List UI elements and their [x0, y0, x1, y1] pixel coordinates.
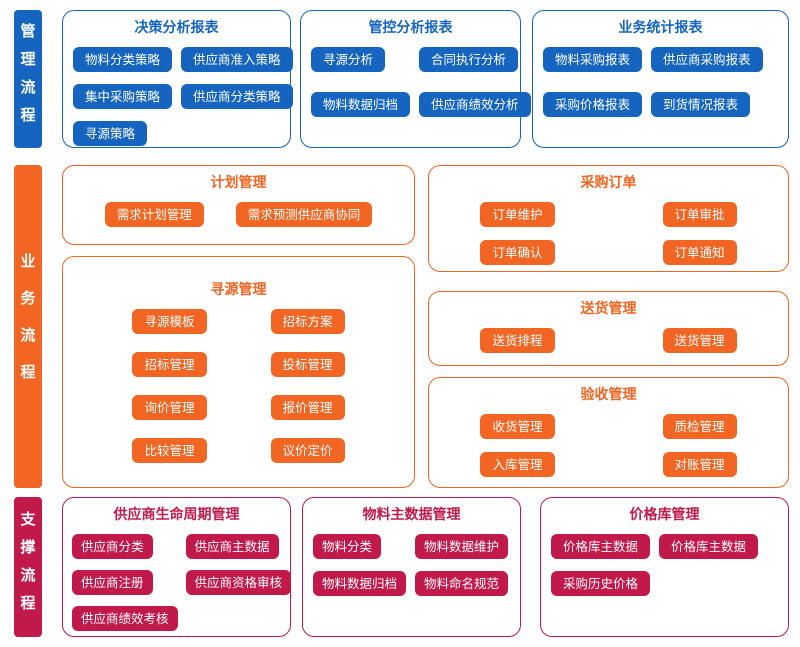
- module-chip: 供应商注册: [72, 570, 153, 595]
- module-chip: 寻源分析: [311, 47, 386, 72]
- group-price-library-management: 价格库管理价格库主数据价格库主数据采购历史价格: [540, 497, 789, 637]
- module-chip: 物料分类: [313, 534, 382, 559]
- module-chip: 供应商分类策略: [181, 84, 293, 109]
- group-items: 价格库主数据价格库主数据采购历史价格: [541, 534, 788, 596]
- group-items: 寻源分析 合同执行分析物料数据归档供应商绩效分析: [301, 47, 531, 117]
- module-chip: 送货排程: [480, 328, 555, 353]
- module-chip: 到货情况报表: [651, 92, 751, 117]
- module-chip: 供应商分类: [72, 534, 153, 559]
- business-band-label: 业务流程: [14, 165, 42, 488]
- support-band-label: 支撑流程: [14, 497, 42, 637]
- group-supplier-lifecycle-management: 供应商生命周期管理供应商分类 供应商主数据供应商注册 供应商资格审核供应商绩效考核: [62, 497, 292, 637]
- module-chip: 收货管理: [480, 414, 555, 439]
- module-chip: 物料命名规范: [415, 571, 509, 596]
- stats-reports-title: 业务统计报表: [618, 20, 703, 36]
- group-sourcing-management: 寻源管理寻源模板 招标方案招标管理 投标管理询价管理 报价管理比较管理 议价定价: [62, 256, 415, 488]
- group-plan-management: 计划管理需求计划管理 需求预测供应商协同: [62, 165, 415, 245]
- module-chip: 供应商采购报表: [651, 47, 763, 72]
- group-material-master-data-management: 物料主数据管理物料分类 物料数据维护物料数据归档物料命名规范: [302, 497, 521, 637]
- module-chip: 集中采购策略: [73, 84, 173, 109]
- module-chip: 物料采购报表: [543, 47, 643, 72]
- module-chip: 订单通知: [662, 240, 737, 265]
- control-reports-title: 管控分析报表: [368, 20, 453, 36]
- module-chip: 比较管理: [132, 438, 207, 463]
- module-chip: 需求计划管理: [104, 202, 204, 227]
- module-chip: 招标方案: [270, 309, 345, 334]
- acceptance-title: 验收管理: [580, 387, 637, 403]
- price-library-title: 价格库管理: [629, 507, 700, 523]
- module-chip: 采购价格报表: [543, 92, 643, 117]
- module-chip: 采购历史价格: [551, 571, 651, 596]
- module-chip: 订单确认: [480, 240, 555, 265]
- module-chip: 报价管理: [270, 395, 345, 420]
- group-items: 供应商分类 供应商主数据供应商注册 供应商资格审核供应商绩效考核: [63, 534, 292, 631]
- module-chip: 需求预测供应商协同: [235, 202, 373, 227]
- module-chip: 价格库主数据: [551, 534, 651, 559]
- group-items: 收货管理 质检管理入库管理 对账管理: [480, 414, 737, 477]
- support-band: 支撑流程 供应商生命周期管理供应商分类 供应商主数据供应商注册 供应商资格审核供应商…: [0, 497, 800, 637]
- management-band: 管理流程 决策分析报表物料分类策略供应商准入策略集中采购策略供应商分类策略寻源策…: [0, 10, 800, 148]
- supplier-lifecycle-title: 供应商生命周期管理: [113, 507, 240, 523]
- orders-title: 采购订单: [580, 175, 637, 191]
- module-chip: 寻源策略: [73, 121, 148, 146]
- module-chip: 供应商主数据: [185, 534, 279, 559]
- module-chip: 物料数据归档: [313, 571, 407, 596]
- business-band: 业务流程 计划管理需求计划管理 需求预测供应商协同 寻源管理寻源模板 招标方案招标管…: [0, 165, 800, 488]
- planning-title: 计划管理: [210, 175, 267, 191]
- module-chip: 议价定价: [270, 438, 345, 463]
- module-chip: 送货管理: [662, 328, 737, 353]
- module-chip: 物料数据维护: [415, 534, 509, 559]
- module-chip: 询价管理: [132, 395, 207, 420]
- module-chip: 订单审批: [662, 202, 737, 227]
- module-chip: 入库管理: [480, 452, 555, 477]
- group-items: 物料分类 物料数据维护物料数据归档物料命名规范: [303, 534, 520, 596]
- module-chip: 投标管理: [270, 352, 345, 377]
- module-chip: 价格库主数据: [659, 534, 759, 559]
- management-band-label: 管理流程: [14, 10, 42, 148]
- module-chip: 订单维护: [480, 202, 555, 227]
- group-items: 寻源模板 招标方案招标管理 投标管理询价管理 报价管理比较管理 议价定价: [132, 309, 345, 463]
- group-decision-analysis-reports: 决策分析报表物料分类策略供应商准入策略集中采购策略供应商分类策略寻源策略: [62, 10, 293, 148]
- module-chip: 供应商绩效考核: [72, 606, 178, 631]
- group-acceptance-management: 验收管理收货管理 质检管理入库管理 对账管理: [428, 377, 789, 488]
- module-chip: 供应商资格审核: [185, 570, 292, 595]
- decision-reports-title: 决策分析报表: [134, 20, 219, 36]
- group-delivery-management: 送货管理送货排程送货管理: [428, 291, 789, 366]
- module-chip: 物料分类策略: [73, 47, 173, 72]
- module-chip: 供应商绩效分析: [419, 92, 531, 117]
- group-business-statistics-reports: 业务统计报表物料采购报表供应商采购报表采购价格报表到货情况报表: [532, 10, 789, 148]
- module-chip: 物料数据归档: [311, 92, 411, 117]
- sourcing-title: 寻源管理: [210, 282, 267, 298]
- module-chip: 质检管理: [662, 414, 737, 439]
- group-control-analysis-reports: 管控分析报表寻源分析 合同执行分析物料数据归档供应商绩效分析: [300, 10, 531, 148]
- group-items: 物料采购报表供应商采购报表采购价格报表到货情况报表: [533, 47, 788, 117]
- group-purchase-orders: 采购订单订单维护 订单审批订单确认 订单通知: [428, 165, 789, 272]
- module-chip: 招标管理: [132, 352, 207, 377]
- module-chip: 合同执行分析: [419, 47, 519, 72]
- module-chip: 寻源模板: [132, 309, 207, 334]
- module-chip: 供应商准入策略: [181, 47, 293, 72]
- group-items: 送货排程 送货管理: [480, 328, 737, 353]
- module-chip: 对账管理: [662, 452, 737, 477]
- group-items: 需求计划管理 需求预测供应商协同: [104, 202, 373, 227]
- delivery-title: 送货管理: [580, 301, 637, 317]
- group-items: 订单维护 订单审批订单确认 订单通知: [480, 202, 737, 265]
- group-items: 物料分类策略供应商准入策略集中采购策略供应商分类策略寻源策略: [63, 47, 293, 146]
- material-master-title: 物料主数据管理: [362, 507, 461, 523]
